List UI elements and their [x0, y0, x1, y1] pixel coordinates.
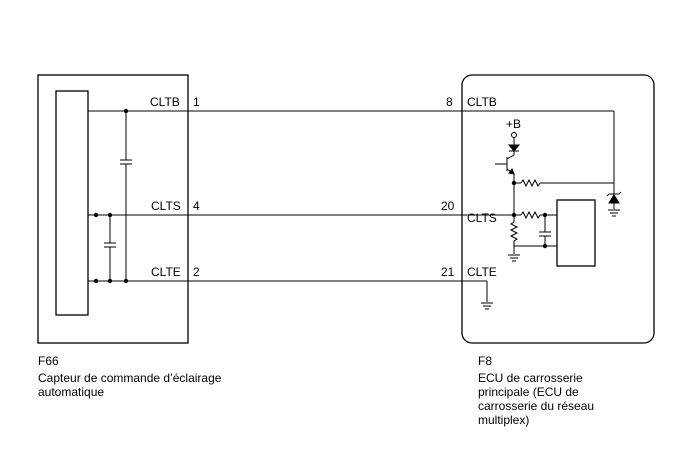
- right-signal-clte: CLTE: [467, 265, 497, 279]
- left-signal-cltb: CLTB: [150, 95, 180, 109]
- supply-label: +B: [506, 117, 521, 131]
- sensor-internal-wiring: [88, 110, 188, 282]
- ground-icon: [508, 254, 520, 262]
- right-signal-cltb: CLTB: [467, 95, 497, 109]
- ground-icon: [608, 209, 620, 217]
- ground-icon: [481, 302, 493, 310]
- sensor-junction-dots: [93, 108, 129, 284]
- right-pin-20: 20: [441, 199, 455, 213]
- sensor-box: [37, 74, 189, 344]
- right-component-name-3: carrosserie du réseau: [478, 399, 595, 413]
- left-component-name-2: automatique: [38, 385, 105, 399]
- left-signal-clts: CLTS: [151, 199, 181, 213]
- right-component-name-2: principale (ECU de: [478, 385, 579, 399]
- right-pin-21: 21: [441, 265, 455, 279]
- ecu-logic-block: [556, 199, 596, 267]
- external-wires: [188, 110, 462, 282]
- sensor-element: [55, 90, 89, 316]
- left-signal-clte: CLTE: [151, 265, 181, 279]
- right-signal-clts: CLTS: [467, 211, 497, 225]
- left-pin-1: 1: [193, 95, 200, 109]
- right-component-name-1: ECU de carrosserie: [478, 371, 583, 385]
- left-connector-id: F66: [38, 354, 59, 368]
- right-pin-8: 8: [446, 95, 453, 109]
- right-connector-id: F8: [478, 354, 493, 368]
- left-pin-4: 4: [193, 199, 200, 213]
- left-pin-2: 2: [193, 265, 200, 279]
- ecu-junction-dots: [511, 180, 548, 249]
- left-component-name-1: Capteur de commande d’éclairage: [38, 371, 222, 385]
- right-component-name-4: multiplex): [478, 413, 530, 427]
- ecu-box: [461, 74, 655, 344]
